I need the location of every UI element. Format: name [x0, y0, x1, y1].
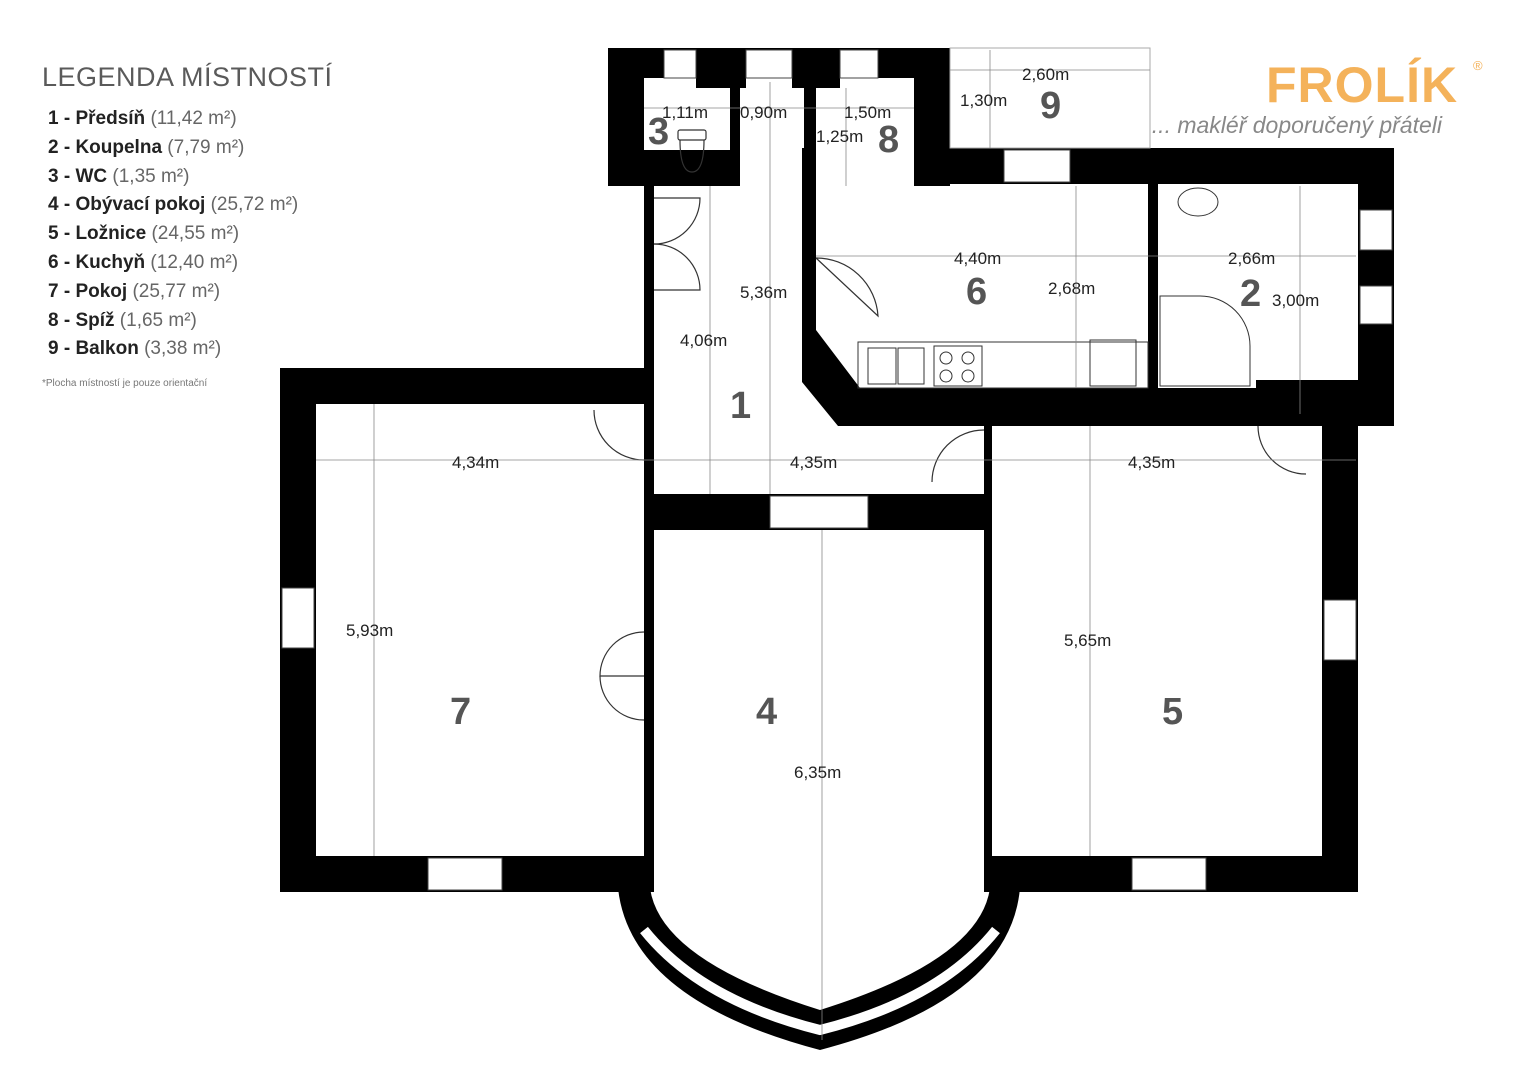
brand-name: FROLÍK: [1266, 57, 1459, 113]
dimension-label: 1,11m: [662, 103, 708, 122]
legend-item: 4 - Obývací pokoj (25,72 m²): [48, 194, 299, 216]
legend-item: 1 - Předsíň (11,42 m²): [48, 108, 237, 129]
dimension-label: 5,36m: [740, 283, 787, 302]
dimension-label: 3,00m: [1272, 291, 1319, 310]
room-number-5: 5: [1162, 691, 1183, 733]
dimension-label: 1,50m: [844, 103, 891, 122]
dimension-label: 6,35m: [794, 763, 841, 782]
dimension-label: 5,65m: [1064, 631, 1111, 650]
room-number-9: 9: [1040, 85, 1061, 127]
legend-note: *Plocha místností je pouze orientační: [42, 378, 208, 390]
legend-item: 5 - Ložnice (24,55 m²): [48, 223, 240, 245]
legend-item: 3 - WC (1,35 m²): [48, 165, 190, 187]
dimension-label: 4,40m: [954, 249, 1001, 268]
dimension-label: 5,93m: [346, 621, 393, 640]
walls: [280, 48, 1394, 892]
legend-title: LEGENDA MÍSTNOSTÍ: [42, 62, 333, 92]
legend-item: 6 - Kuchyň (12,40 m²): [48, 251, 239, 273]
room-number-3: 3: [648, 111, 669, 153]
wc-fixture: [677, 129, 707, 173]
dimension-label: 4,35m: [1128, 453, 1175, 472]
room-number-6: 6: [966, 271, 987, 313]
dimension-label: 4,06m: [680, 331, 727, 350]
dimension-label: 4,35m: [790, 453, 837, 472]
room-number-4: 4: [756, 691, 777, 733]
legend-item: 7 - Pokoj (25,77 m²): [48, 280, 221, 302]
dimension-label: 2,60m: [1022, 65, 1069, 84]
bathroom-fixtures: [1159, 187, 1251, 387]
kitchen-counter: [857, 339, 1149, 389]
room-legend: LEGENDA MÍSTNOSTÍ 1 - Předsíň (11,42 m²)…: [42, 62, 372, 389]
dimension-label: 0,90m: [740, 103, 787, 122]
room-number-7: 7: [450, 691, 471, 733]
dimension-lines: [316, 50, 1356, 1040]
dimension-label: 4,34m: [452, 453, 499, 472]
legend-item: 2 - Koupelna (7,79 m²): [48, 136, 245, 158]
dimension-label: 1,25m: [816, 127, 863, 146]
legend-item: 8 - Spíž (1,65 m²): [48, 309, 197, 331]
room-number-1: 1: [730, 385, 751, 427]
balcony-outline: [949, 47, 1151, 149]
dimension-label: 2,68m: [1048, 279, 1095, 298]
windows: [281, 49, 1393, 891]
room-number-8: 8: [878, 119, 899, 161]
dimension-label: 2,66m: [1228, 249, 1275, 268]
legend-list: 1 - Předsíň (11,42 m²) 2 - Koupelna (7,7…: [42, 105, 372, 364]
brand-tagline: ... makléř doporučený přáteli: [1151, 112, 1442, 138]
brand-registered-mark: ®: [1473, 58, 1483, 73]
bay-window: [618, 888, 1020, 1050]
brand-logo: FROLÍK ® ... makléř doporučený přáteli: [1152, 56, 1506, 138]
doors: [593, 197, 1307, 721]
legend-item: 9 - Balkon (3,38 m²): [48, 338, 222, 360]
room-number-2: 2: [1240, 273, 1261, 315]
dimension-label: 1,30m: [960, 91, 1007, 110]
